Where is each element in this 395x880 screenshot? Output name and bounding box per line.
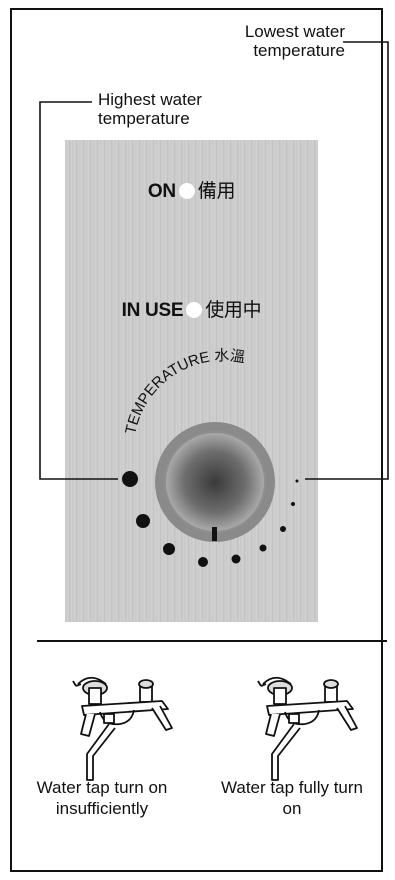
scale-dot <box>136 514 150 528</box>
knob-pointer <box>212 527 217 541</box>
scale-dot <box>231 554 241 564</box>
scale-dot <box>280 526 286 532</box>
highest-temperature-label: Highest water temperature <box>98 90 202 128</box>
status-inuse-text: IN USE <box>121 300 184 321</box>
status-inuse: IN USE 使用中 <box>65 295 318 322</box>
scale-dot <box>198 557 208 567</box>
status-on-cn: 備用 <box>197 180 236 202</box>
highest-leader-line <box>39 101 118 480</box>
status-inuse-cn: 使用中 <box>205 299 262 321</box>
scale-dot <box>163 543 175 555</box>
temperature-knob[interactable] <box>164 431 266 533</box>
heater-panel: ON 備用 IN USE 使用中 <box>65 140 318 622</box>
lowest-temperature-label: Lowest water temperature <box>244 22 345 60</box>
dial-label: TEMPERATURE 水溫 <box>122 347 246 436</box>
caption-fully-on: Water tap fully turn on <box>220 778 364 818</box>
section-divider <box>37 640 387 642</box>
lowest-leader-line <box>305 41 389 480</box>
scale-dot <box>291 502 295 506</box>
water-tap-left-icon <box>72 676 173 781</box>
status-on-text: ON <box>147 181 176 202</box>
inuse-indicator-light <box>186 302 203 318</box>
diagram-frame <box>10 8 383 872</box>
on-indicator-light <box>178 183 195 199</box>
caption-insufficient: Water tap turn on insufficiently <box>36 778 168 818</box>
scale-dot <box>259 544 267 552</box>
scale-dot <box>295 479 299 483</box>
water-tap-right-icon <box>257 676 358 781</box>
status-on: ON 備用 <box>65 176 318 203</box>
scale-dot <box>122 471 138 487</box>
